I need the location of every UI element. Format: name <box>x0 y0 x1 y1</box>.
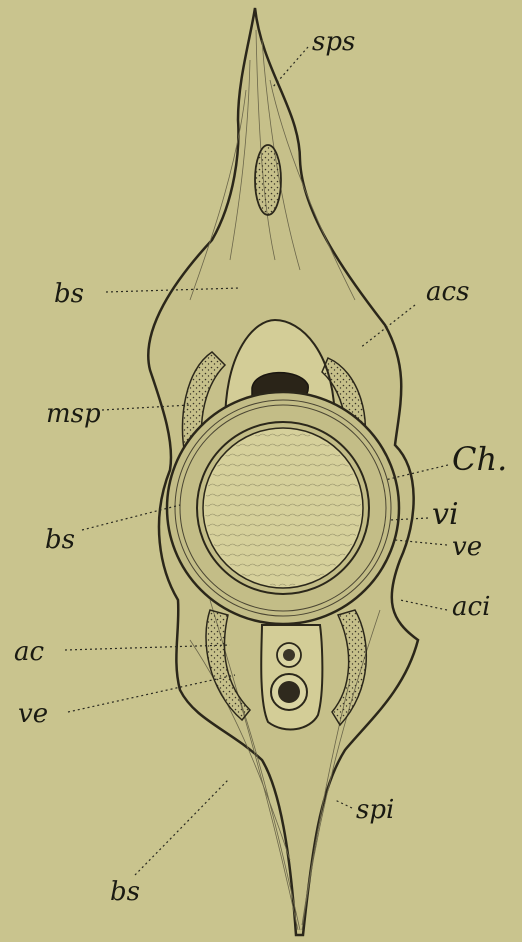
label-bs-mid: bs <box>45 525 75 555</box>
label-bs-bottom: bs <box>110 877 140 907</box>
label-sps: sps <box>312 27 355 57</box>
label-ac: ac <box>14 637 45 667</box>
upper-spindle-body <box>255 145 281 215</box>
label-ch: Ch. <box>452 440 507 478</box>
label-msp: msp <box>46 399 101 429</box>
label-spi: spi <box>356 795 394 825</box>
label-ve-left: ve <box>18 699 48 729</box>
label-acs: acs <box>426 277 469 307</box>
label-aci: aci <box>452 592 490 622</box>
label-ve-right: ve <box>452 532 482 562</box>
label-bs-top: bs <box>54 279 84 309</box>
label-vi: vi <box>432 497 459 532</box>
